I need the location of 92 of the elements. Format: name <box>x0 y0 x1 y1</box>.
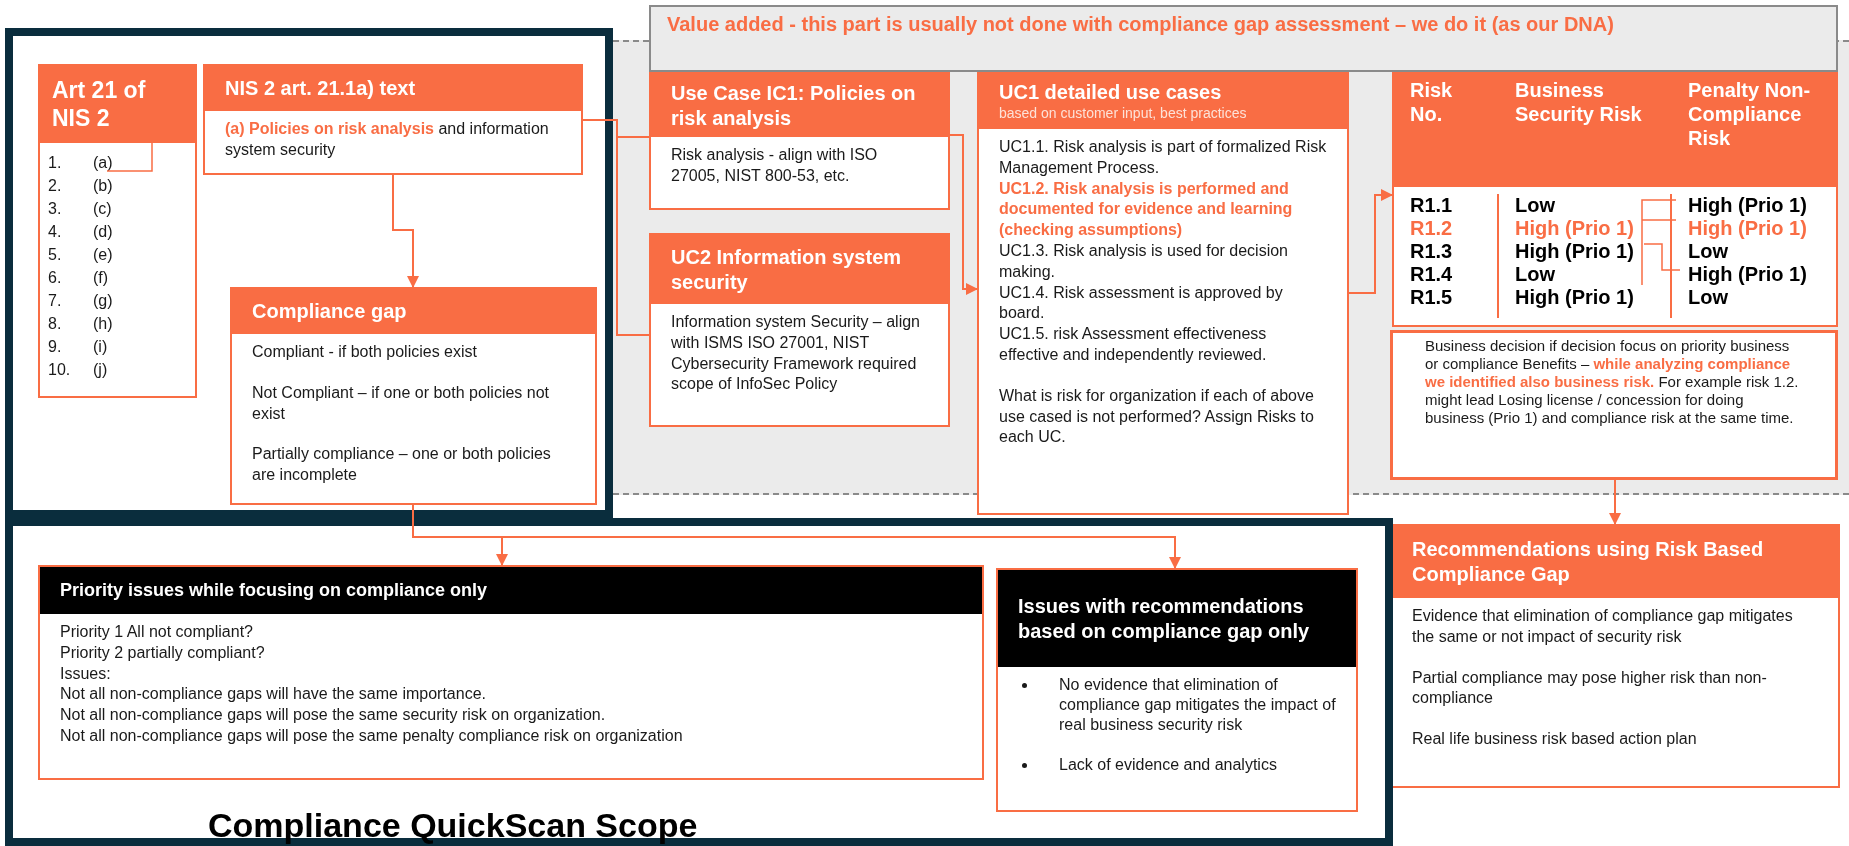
risk-table <box>1392 72 1838 327</box>
table-value: Low <box>1688 286 1728 309</box>
note-box <box>1390 330 1838 480</box>
list-letter: (d) <box>93 222 113 242</box>
card-text: Risk analysis - align with ISO 27005, NIST 800-53, etc. <box>671 145 879 186</box>
list-letter: (j) <box>93 360 108 380</box>
card-text: Partial compliance may pose higher risk than non-compliance <box>1412 667 1768 709</box>
card-text: Issues: <box>60 663 112 684</box>
card-text: UC1.4. Risk assessment is approved by board. <box>999 282 1284 324</box>
card-text: What is risk for organization if each of above use cased is not performed? Assign Risks to each UC. <box>999 385 1315 448</box>
info-card <box>649 72 950 210</box>
list-number: 4. <box>48 222 63 242</box>
card-text: Real life business risk based action plan <box>1412 729 1698 750</box>
table-value: R1.1 <box>1410 194 1453 217</box>
list-letter: (h) <box>93 314 113 334</box>
card-heading: Use Case IC1: Policies on risk analysis <box>651 74 948 137</box>
table-value: High (Prio 1) <box>1688 217 1807 240</box>
table-value: Low <box>1515 194 1555 217</box>
card-text: Priority 1 All not compliant? <box>60 622 254 642</box>
card-heading: UC2 Information system security <box>651 235 948 304</box>
scope-frame <box>5 28 613 518</box>
card-text: (a) Policies on risk analysis and information system security <box>225 119 550 160</box>
card-heading: Compliance gap <box>232 289 595 334</box>
note-text: Business decision if decision focus on priority business or compliance Benefits – while analyzing compliance we identified also business risk. For example risk 1.2. might lead Losing license / concession for doing business (Prio 1) and compliance risk at the same time. <box>1424 336 1800 427</box>
column-heading: Business Security Risk <box>1514 78 1643 127</box>
card-heading: Art 21 of NIS 2 <box>40 66 195 143</box>
bullet-text: Lack of evidence and analytics <box>1058 755 1277 775</box>
table-value: R1.2 <box>1410 217 1453 240</box>
scope-frame <box>5 518 1393 846</box>
column-heading: Penalty Non-Compliance Risk <box>1687 78 1812 151</box>
table-value: R1.4 <box>1410 263 1453 286</box>
table-value: High (Prio 1) <box>1515 286 1634 309</box>
card-text: Not Compliant – if one or both policies not exist <box>252 382 551 424</box>
connector-arrow <box>1348 189 1393 294</box>
card-text: Partially compliance – one or both policies are incomplete <box>252 444 552 486</box>
info-card <box>977 72 1349 515</box>
table-value: Low <box>1688 240 1728 263</box>
list-number: 9. <box>48 337 63 357</box>
card-text: UC1.3. Risk analysis is used for decision making. <box>999 241 1289 282</box>
list-letter: (i) <box>93 337 108 357</box>
table-value: High (Prio 1) <box>1515 217 1634 240</box>
list-number: 5. <box>48 245 63 265</box>
list-number: 10. <box>48 360 72 380</box>
list-number: 6. <box>48 268 63 288</box>
table-value: R1.5 <box>1410 286 1453 309</box>
card-text: UC1.1. Risk analysis is part of formalized Risk Management Process. <box>999 137 1327 178</box>
list-letter: (b) <box>93 176 113 196</box>
list-number: 1. <box>48 153 63 173</box>
table-value: High (Prio 1) <box>1515 240 1634 263</box>
scope-title: Compliance QuickScan Scope <box>208 808 698 842</box>
card-heading: UC1 detailed use cases based on customer input, best practices <box>979 74 1347 129</box>
list-letter: (c) <box>93 199 112 219</box>
card-text: Compliant - if both policies exist <box>252 342 478 362</box>
card-text: UC1.2. Risk analysis is performed and documented for evidence and learning (checking assumptions) <box>999 178 1294 241</box>
list-number: 8. <box>48 314 63 334</box>
connector-arrow <box>1609 479 1621 525</box>
card-text: Evidence that elimination of compliance gap mitigates the same or not impact of security risk <box>1412 606 1794 647</box>
table-value: R1.3 <box>1410 240 1453 263</box>
info-card <box>203 64 583 175</box>
info-card <box>38 565 984 780</box>
column-heading: Risk No. <box>1409 78 1454 127</box>
card-heading: NIS 2 art. 21.1a) text <box>205 66 581 111</box>
panel-heading: Value added - this part is usually not done with compliance gap assessment – we do it (as our DNA) <box>649 5 1838 72</box>
list-letter: (a) <box>93 153 113 173</box>
info-card <box>38 64 197 398</box>
connector-arrow <box>949 134 978 295</box>
list-letter: (f) <box>93 268 109 288</box>
card-text: Not all non-compliance gaps will pose the same security risk on organization. <box>60 705 607 726</box>
card-subheading: based on customer input, best practices <box>999 105 1248 123</box>
card-text: Priority 2 partially compliant? <box>60 642 266 663</box>
bullet-text: No evidence that elimination of compliance gap mitigates the impact of real business security risk <box>1058 675 1337 735</box>
value-added-panel <box>613 5 1849 517</box>
card-text: Not all non-compliance gaps will have the same importance. <box>60 684 487 705</box>
card-text: Information system Security – align with ISMS ISO 27001, NIST Cybersecurity Framework required scope of InfoSec Policy <box>671 312 921 395</box>
info-card <box>649 233 950 427</box>
list-letter: (e) <box>93 245 113 265</box>
list-letter: (g) <box>93 291 113 311</box>
card-text: UC1.5. risk Assessment effectiveness effective and independently reviewed. <box>999 324 1268 365</box>
list-number: 2. <box>48 176 63 196</box>
table-value: Low <box>1515 263 1555 286</box>
card-heading: Priority issues while focusing on compliance only <box>40 567 982 614</box>
card-heading: Recommendations using Risk Based Compliance Gap <box>1392 526 1838 598</box>
info-card <box>1390 524 1840 788</box>
list-number: 7. <box>48 291 63 311</box>
connector-arrow <box>392 174 419 288</box>
card-heading: Issues with recommendations based on compliance gap only <box>998 570 1356 667</box>
card-text: Not all non-compliance gaps will pose the same penalty compliance risk on organization <box>60 726 684 746</box>
info-card <box>996 568 1358 812</box>
table-value: High (Prio 1) <box>1688 263 1807 286</box>
list-number: 3. <box>48 199 63 219</box>
info-card <box>230 287 597 505</box>
table-value: High (Prio 1) <box>1688 194 1807 217</box>
